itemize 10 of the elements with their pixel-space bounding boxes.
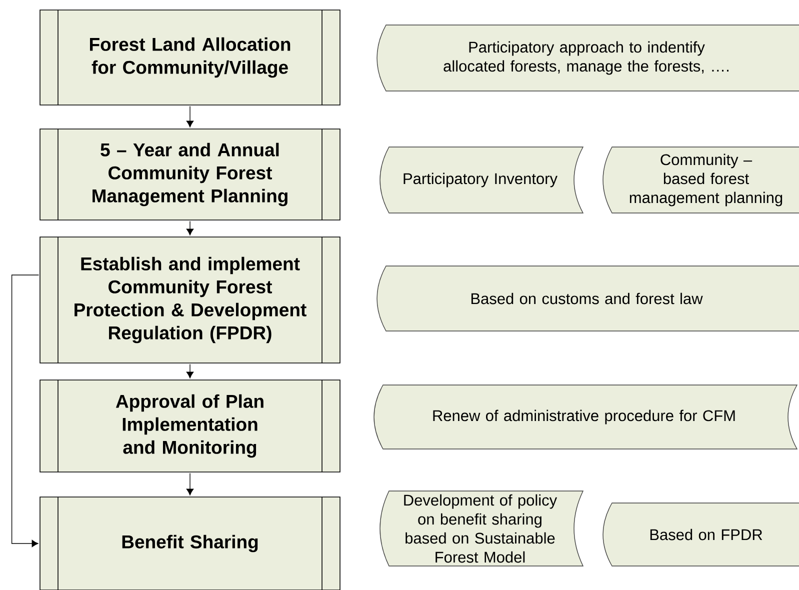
arrow — [11, 274, 40, 548]
process-box: Benefit Sharing — [40, 496, 340, 590]
process-box: 5 – Year and Annual Community Forest Management Planning — [40, 128, 340, 220]
arrow — [186, 220, 194, 236]
process-box: Establish and implement Community Forest Protection & Development Regulation (FPDR) — [40, 236, 340, 364]
arrow — [186, 472, 194, 496]
arrow — [186, 106, 194, 128]
process-box: Approval of Plan Implementation and Monitoring — [40, 380, 340, 472]
arrow — [186, 364, 194, 378]
process-box: Forest Land Allocation for Community/Village — [40, 10, 340, 106]
